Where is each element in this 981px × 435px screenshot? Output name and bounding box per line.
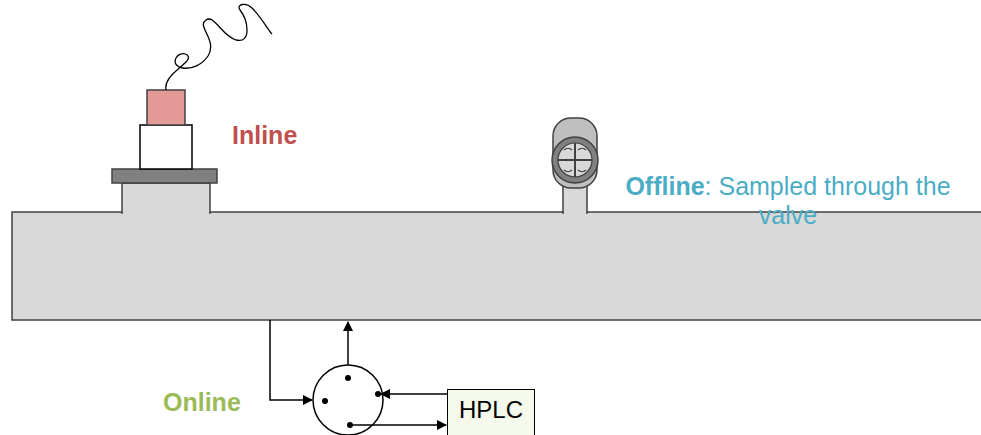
annotation: Online xyxy=(163,388,241,417)
pipe xyxy=(12,212,981,320)
method-label: Online xyxy=(163,388,241,416)
pipe-port xyxy=(122,183,210,213)
process-box: HPLC xyxy=(447,389,535,435)
valve-face xyxy=(558,143,592,177)
sample-line xyxy=(270,320,312,400)
hplc-feed-line xyxy=(350,424,446,426)
box-label: HPLC xyxy=(456,396,526,424)
annotation: Offline: Sampled through the valve xyxy=(610,172,966,230)
valve-port xyxy=(322,398,328,404)
sensor-head xyxy=(147,90,185,125)
valve-body xyxy=(553,118,597,188)
sensor-body xyxy=(140,125,192,169)
method-label: Offline xyxy=(625,172,704,200)
valve-stub-seam xyxy=(564,205,586,214)
method-note: : Sampled through the valve xyxy=(705,172,951,229)
method-label: Inline xyxy=(232,121,297,149)
annotation: Inline xyxy=(232,121,297,150)
valve-marks xyxy=(564,148,586,171)
sensor-cable xyxy=(166,4,272,90)
valve-wheel xyxy=(552,137,598,183)
valve-port xyxy=(345,375,351,381)
valve-stub xyxy=(563,186,587,213)
return-line xyxy=(347,322,349,365)
valve-port xyxy=(375,391,381,397)
flange xyxy=(112,169,217,183)
hplc-return-line xyxy=(381,393,447,395)
valve-cross xyxy=(558,143,592,177)
pipe-port-seam xyxy=(123,205,209,214)
